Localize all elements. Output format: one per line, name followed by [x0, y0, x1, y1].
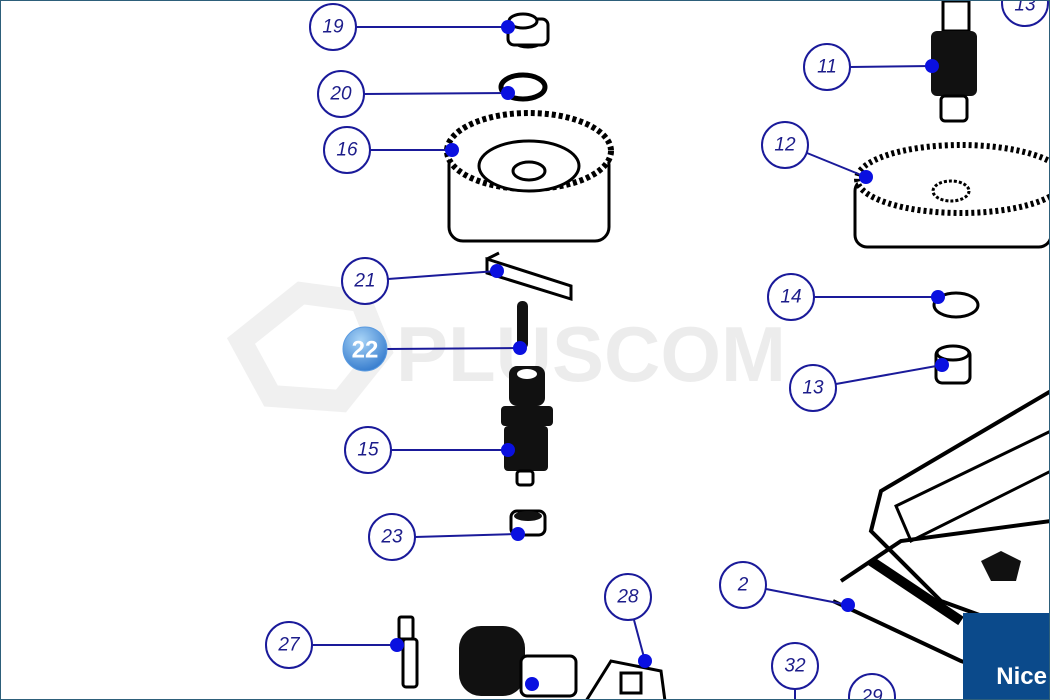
callout-19[interactable]: 19: [309, 3, 357, 51]
part-shaft-11: [931, 1, 977, 123]
svg-text:13: 13: [1014, 1, 1036, 16]
svg-text:20: 20: [329, 84, 352, 105]
svg-text:29: 29: [860, 687, 883, 700]
svg-text:27: 27: [277, 635, 301, 656]
parts: [397, 1, 1049, 699]
svg-text:16: 16: [336, 140, 358, 161]
callout-12[interactable]: 12: [761, 121, 809, 169]
svg-text:11: 11: [817, 57, 837, 78]
callout-28[interactable]: 28: [604, 573, 652, 621]
watermark-text: PLUSCOM: [396, 310, 786, 398]
callout-21[interactable]: 21: [341, 257, 389, 305]
svg-text:14: 14: [780, 287, 801, 308]
callout-23[interactable]: 23: [368, 513, 416, 561]
part-bracket-28: [585, 659, 667, 699]
callout-22-highlighted[interactable]: 22: [342, 326, 388, 372]
callout-14[interactable]: 14: [767, 273, 815, 321]
svg-text:15: 15: [357, 440, 379, 461]
callout-11[interactable]: 11: [803, 43, 851, 91]
part-bushing-13: [934, 344, 972, 385]
svg-text:22: 22: [352, 337, 379, 364]
part-screw-27: [397, 615, 419, 689]
anchor-dots: [390, 20, 949, 691]
watermark: PLUSCOM: [226, 281, 786, 413]
svg-text:28: 28: [616, 587, 639, 608]
callout-13-top[interactable]: 13: [1001, 1, 1049, 27]
callout-16[interactable]: 16: [323, 126, 371, 174]
part-pin-22: [517, 301, 528, 349]
svg-text:32: 32: [784, 656, 806, 677]
leader-lines: [312, 26, 943, 699]
callout-20[interactable]: 20: [317, 70, 365, 118]
svg-text:2: 2: [737, 575, 749, 596]
callout-32[interactable]: 32: [771, 642, 819, 690]
part-worm-gear: [459, 626, 578, 698]
callout-29[interactable]: 29: [848, 673, 896, 700]
callout-2[interactable]: 2: [719, 561, 767, 609]
svg-text:13: 13: [802, 378, 824, 399]
callout-27[interactable]: 27: [265, 621, 313, 669]
part-shaft-15: [501, 366, 553, 487]
svg-text:21: 21: [353, 271, 375, 292]
part-washer-14: [932, 291, 980, 319]
callout-13[interactable]: 13: [789, 364, 837, 412]
callout-15[interactable]: 15: [344, 426, 392, 474]
part-ring-20: [498, 72, 548, 102]
svg-text:12: 12: [774, 135, 796, 156]
part-gear-12: [853, 142, 1049, 249]
nice-logo: Nice: [963, 613, 1049, 699]
part-gear-16: [444, 110, 614, 243]
nice-logo-text: Nice: [996, 663, 1047, 690]
svg-text:19: 19: [322, 17, 344, 38]
svg-text:23: 23: [380, 527, 403, 548]
part-key-21: [485, 251, 573, 302]
part-bushing-19: [506, 12, 550, 49]
